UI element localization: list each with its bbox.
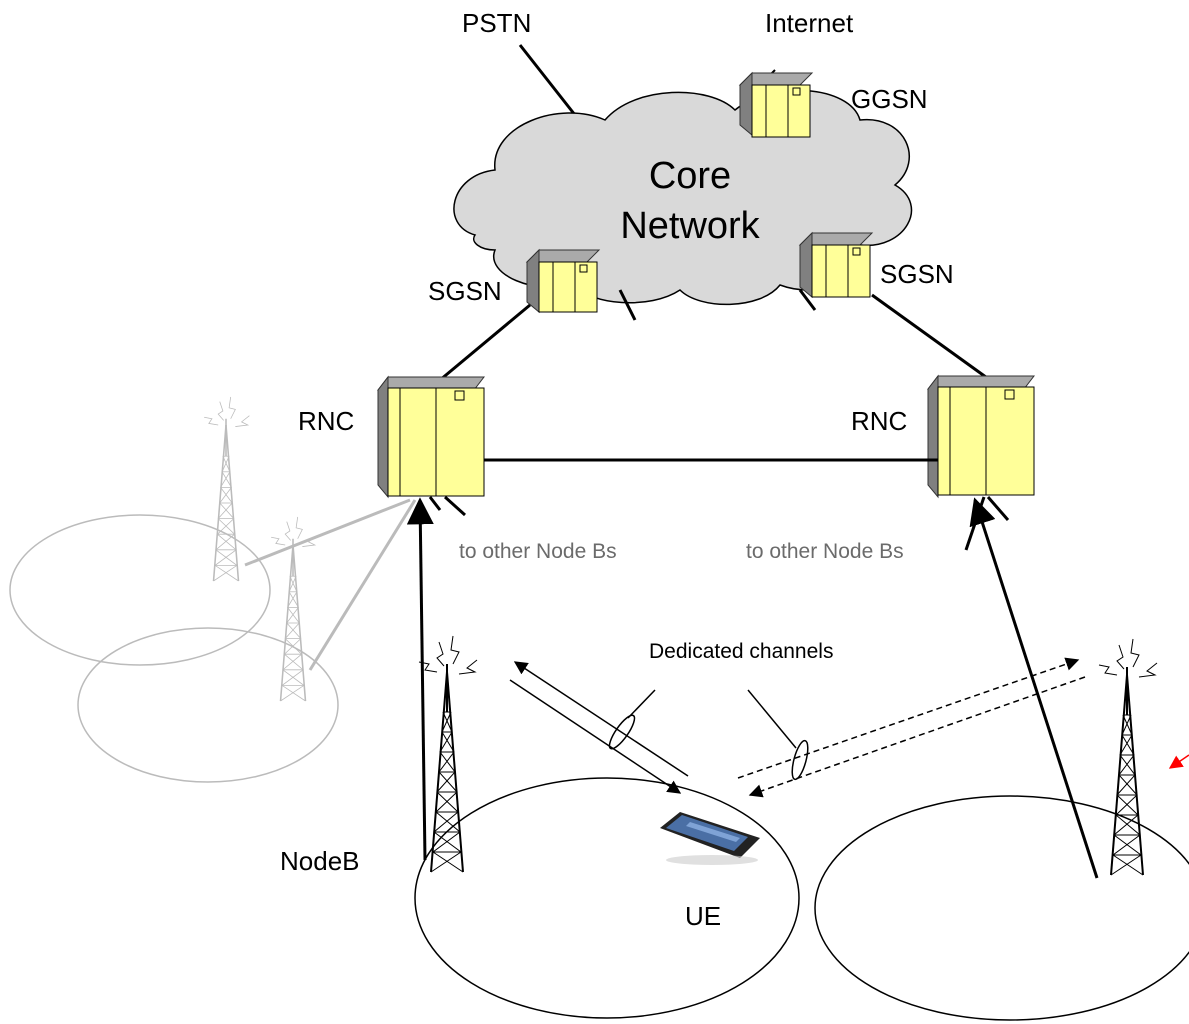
ggsn-label: GGSN [851,84,928,114]
internet-label: Internet [765,8,854,38]
nodeb-left-tower-icon [418,635,478,873]
rnc-right-label: RNC [851,406,907,436]
sgsn-left-equipment [525,248,601,314]
rnc-right-equipment [926,374,1036,499]
dedicated-channels-label: Dedicated channels [649,640,833,663]
ggsn-equipment [738,71,814,138]
pstn-label: PSTN [462,8,531,38]
sgsn-rnc-right-link [871,293,991,382]
nodeb-label: NodeB [280,846,360,876]
sgsn-left-label: SGSN [428,276,502,306]
ue-label: UE [685,901,721,931]
rnc-nodeb-left-link [406,497,434,861]
nodeb-right-cell [814,795,1189,1021]
ue-smartphone-icon [660,812,760,865]
rnc-left-label: RNC [298,406,354,436]
core-network-label-line1: Core [649,155,731,197]
nodeb-right-tower-icon [1098,638,1158,876]
rnc-nodeb-right-link [969,497,1099,879]
core-network-label-line2: Network [620,205,760,247]
sgsn-right-label: SGSN [880,259,954,289]
sgsn-right-equipment [798,231,874,299]
sgsn-rnc-left-link [439,303,531,382]
other-nodeb-left-label: to other Node Bs [459,540,617,563]
nodeb-left-cell [414,777,800,1019]
pstn-link [518,44,577,116]
rnc-left-equipment [376,375,486,499]
other-nodeb-right-label: to other Node Bs [746,540,904,563]
red-arrow [1168,754,1189,769]
faded-cells [9,396,417,783]
